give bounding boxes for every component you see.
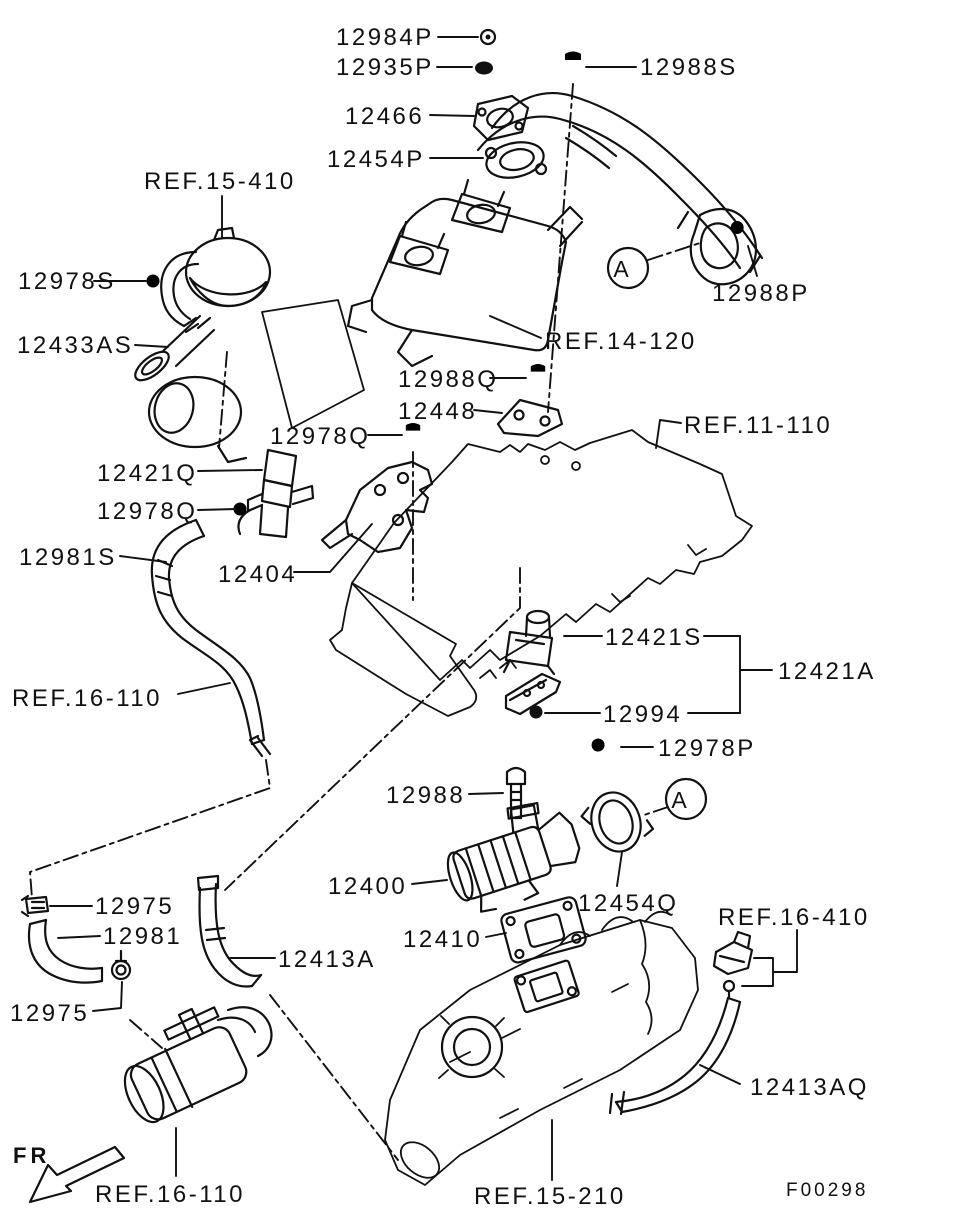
plenum-box-drawing (329, 582, 517, 717)
part-label-12994: 12994 (603, 701, 682, 728)
detail-circle-a-top (606, 246, 650, 290)
ref-label-16-110-upper: REF.16-110 (12, 685, 162, 712)
part-label-12404: 12404 (218, 561, 297, 588)
part-label-12988q: 12988Q (398, 366, 498, 393)
solenoid-12421s-drawing (502, 609, 556, 676)
part-label-12454q: 12454Q (578, 890, 678, 917)
part-label-12978q-lower: 12978Q (97, 498, 197, 525)
part-label-12981s: 12981S (19, 544, 117, 571)
bracket-12404-drawing (320, 460, 434, 554)
ref-label-15-210: REF.15-210 (474, 1183, 626, 1210)
egr-valve-12400-drawing (446, 801, 581, 913)
detail-marker-a-top-label: A (613, 256, 629, 282)
part-label-12413a: 12413A (278, 946, 376, 973)
vacuum-pump-drawing (123, 1006, 273, 1124)
part-label-12988p: 12988P (712, 280, 810, 307)
hose-12981s-pipe-drawing (150, 518, 272, 758)
part-label-12975-lower: 12975 (10, 1000, 89, 1027)
clamp-12975-upper-drawing (20, 894, 50, 918)
hose-12981-drawing (27, 918, 104, 984)
egr-pipe-drawing (476, 92, 764, 286)
detail-markers (606, 246, 708, 821)
part-label-12433as: 12433AS (17, 332, 133, 359)
ref-label-15-410: REF.15-410 (144, 168, 296, 195)
part-label-12981: 12981 (103, 923, 182, 950)
part-label-12400: 12400 (328, 873, 407, 900)
plate-12421a-drawing (504, 672, 562, 716)
bolt-12978s-drawing (146, 274, 172, 288)
gasket-12454p-drawing (484, 141, 548, 179)
part-label-12988s: 12988S (640, 54, 738, 81)
part-label-12421s: 12421S (605, 624, 703, 651)
clamp-12975-lower-drawing (110, 949, 132, 981)
bracket-12448-drawing (496, 398, 564, 438)
part-label-12448: 12448 (398, 398, 477, 425)
part-label-12978q-upper: 12978Q (270, 423, 370, 450)
clamp-12454q-drawing (580, 791, 655, 853)
fr-label: FR (13, 1143, 50, 1168)
part-label-12454p: 12454P (327, 146, 425, 173)
fastener-12935p-drawing (475, 61, 493, 75)
solenoid-12421q-drawing (237, 448, 315, 539)
figure-code: F00298 (786, 1180, 868, 1201)
leader-lines (29, 36, 798, 1181)
bolt-12988-drawing (505, 766, 527, 820)
part-label-12413aq: 12413AQ (750, 1074, 869, 1101)
ref-label-16-110-lower: REF.16-110 (95, 1181, 245, 1208)
gasket-12410-drawing (500, 896, 587, 964)
part-label-12975-upper: 12975 (95, 893, 174, 920)
nut-12994-drawing (529, 705, 543, 719)
egr-cooler-drawing (346, 178, 584, 368)
bolt-12978q-upper-drawing (405, 422, 421, 447)
part-label-12984p: 12984P (336, 24, 434, 51)
bolt-12988s-drawing (565, 51, 581, 78)
hose-12413aq-drawing (608, 996, 742, 1116)
part-label-12421a: 12421A (778, 658, 876, 685)
intake-manifold-drawing (384, 910, 699, 1186)
part-label-12978s: 12978S (18, 268, 116, 295)
sensor-ref16-410-drawing (712, 930, 754, 999)
detail-circle-a-bottom (664, 777, 708, 821)
ref-label-16-410: REF.16-410 (718, 904, 870, 931)
ref-label-11-110: REF.11-110 (684, 412, 832, 439)
part-label-12421q: 12421Q (97, 460, 197, 487)
pipe-flange-12466-drawing (472, 94, 530, 142)
part-label-12978p: 12978P (658, 735, 756, 762)
part-label-12935p: 12935P (336, 54, 434, 81)
vacuum-actuator-drawing (134, 226, 365, 464)
bolt-12988q-drawing (530, 363, 546, 388)
part-label-12410: 12410 (403, 926, 482, 953)
fr-direction-arrow (28, 1145, 126, 1204)
pipe-12413a-drawing (196, 874, 263, 988)
part-label-12466: 12466 (345, 103, 424, 130)
ref-label-14-120: REF.14-120 (545, 328, 697, 355)
fastener-12984p-drawing (479, 28, 497, 46)
part-label-12988: 12988 (386, 782, 465, 809)
engine-outline-drawing (351, 429, 753, 681)
screw-12978p-drawing (590, 737, 618, 755)
detail-marker-a-bottom-label: A (671, 787, 687, 813)
